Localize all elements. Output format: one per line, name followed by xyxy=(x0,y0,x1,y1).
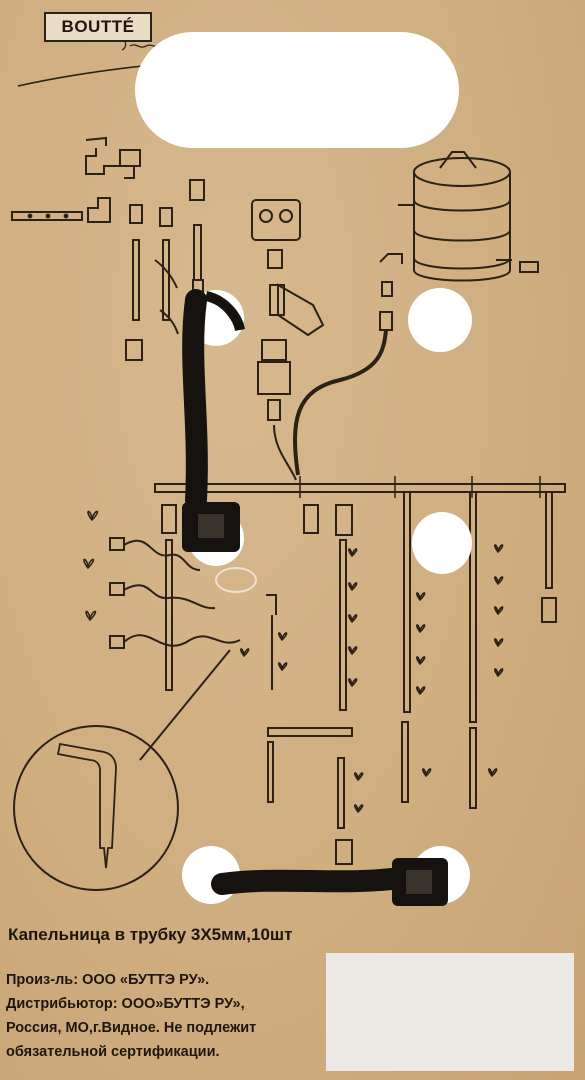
dripper-tubes xyxy=(109,537,241,649)
info-line: Россия, МО,г.Видное. Не подлежит xyxy=(6,1020,257,1036)
connector-column xyxy=(125,179,205,361)
punch-hole xyxy=(412,512,472,574)
pipe-segment xyxy=(11,197,111,223)
blank-label-sticker xyxy=(326,953,574,1071)
water-tank-icon xyxy=(398,151,539,282)
water-timer-icon xyxy=(251,199,325,481)
drip-lines xyxy=(161,491,557,865)
dripper-detail-circle xyxy=(13,649,231,891)
plant-icons xyxy=(83,510,504,814)
info-line: Дистрибьютор: ООО»БУТТЭ РУ», xyxy=(6,996,245,1012)
brand-logo: BOUTTÉ xyxy=(44,12,152,42)
info-line: обязательной сертификации. xyxy=(6,1044,220,1060)
hang-hole xyxy=(135,32,459,148)
cable-tie-bottom xyxy=(211,858,448,906)
product-title: Капельница в трубку 3Х5мм,10шт xyxy=(8,925,293,944)
cable-tie-top xyxy=(182,289,257,593)
punch-hole xyxy=(408,288,472,352)
faucet-icon xyxy=(85,136,141,179)
manufacturer-info: Произ-ль: ООО «БУТТЭ РУ». Дистрибьютор: … xyxy=(6,968,326,1064)
main-pipe xyxy=(154,483,566,493)
info-line: Произ-ль: ООО «БУТТЭ РУ». xyxy=(6,972,210,988)
